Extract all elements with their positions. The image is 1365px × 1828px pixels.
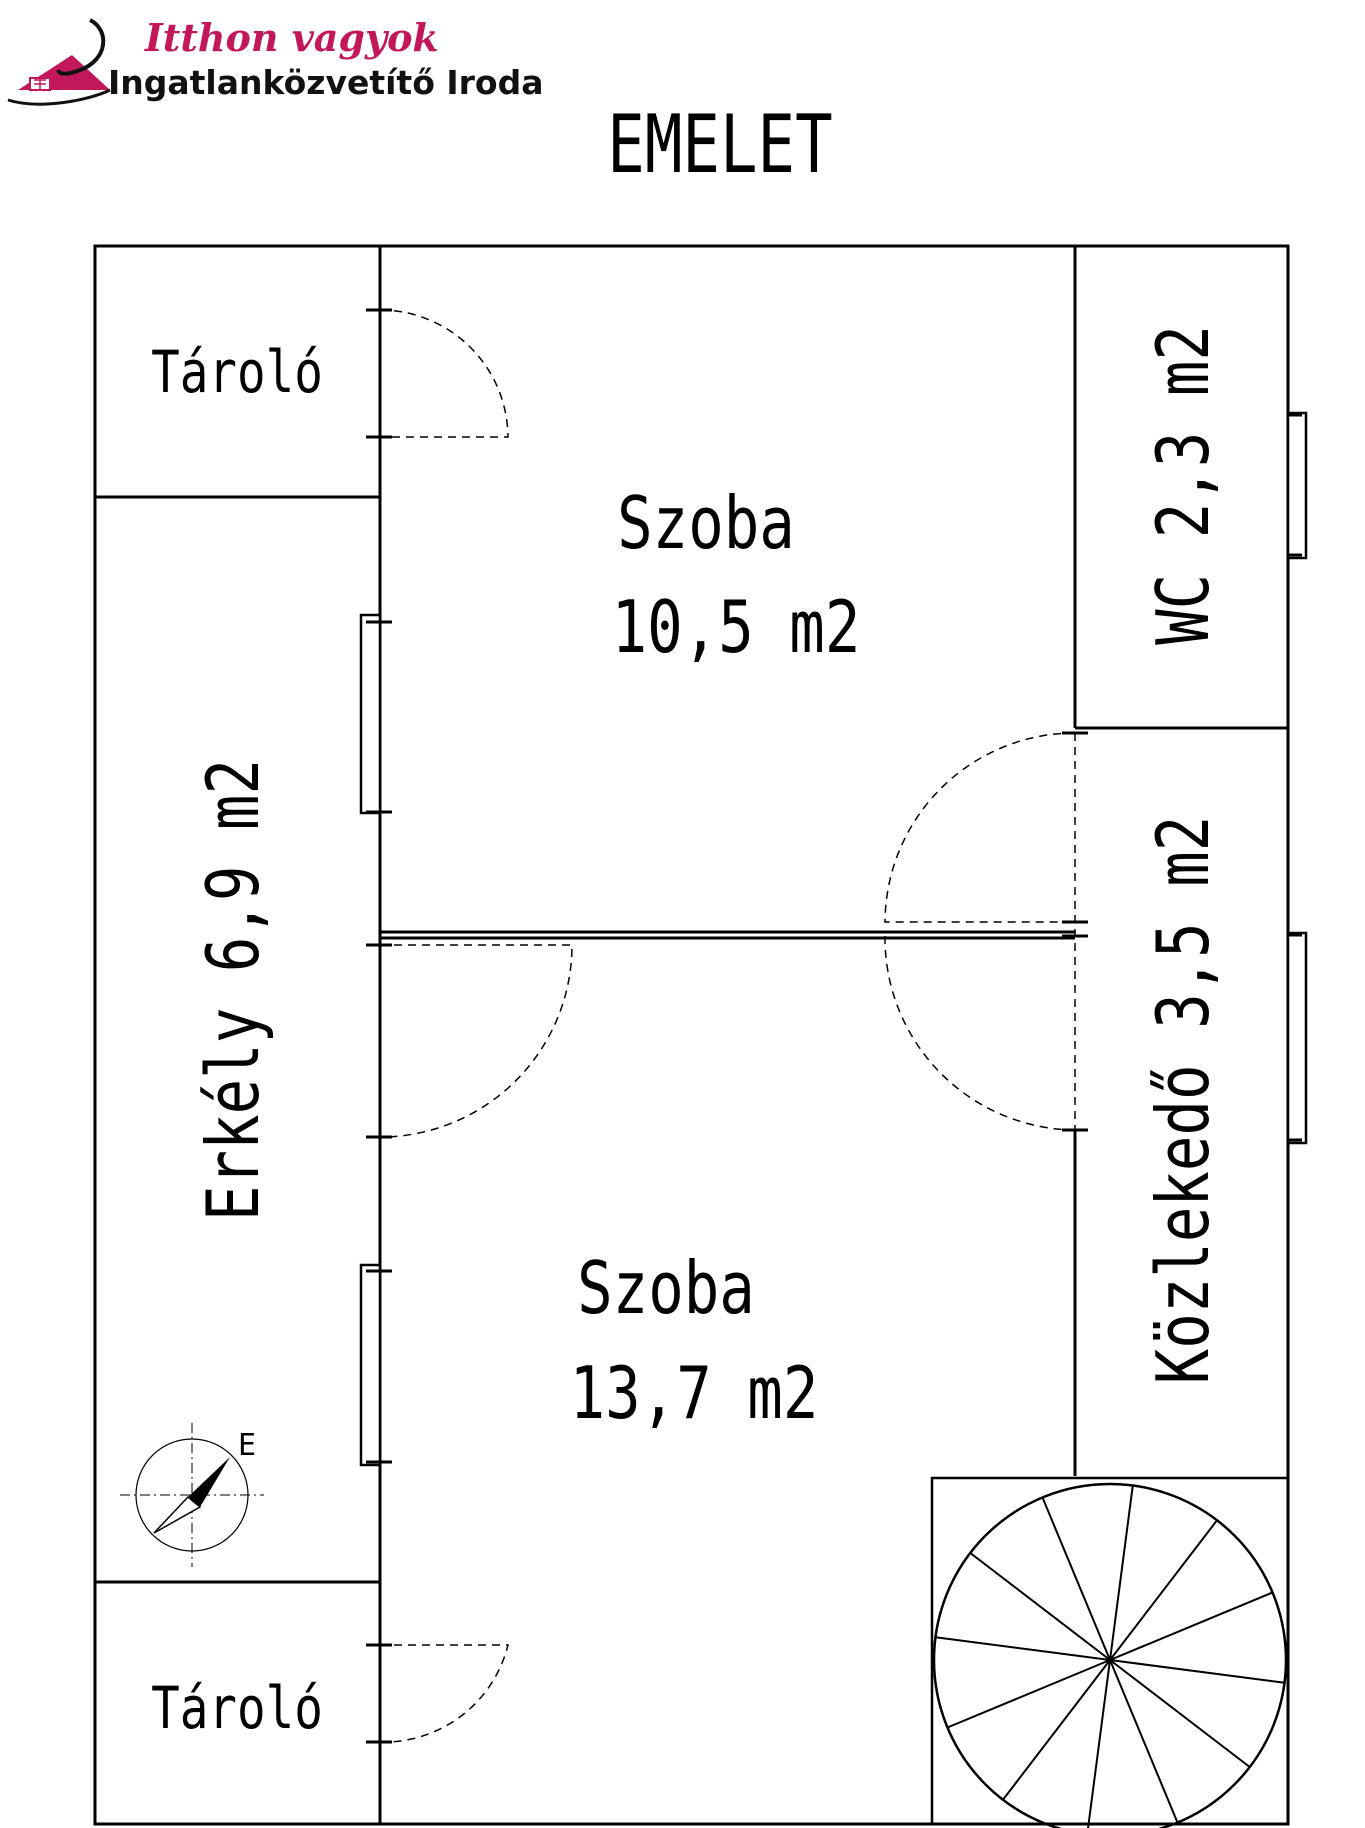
door-swing-storage-top — [379, 309, 509, 438]
stair-step-line — [969, 1552, 1111, 1661]
house-roof-swoosh-icon — [7, 18, 111, 106]
company-logo: Itthon vagyok Ingatlanközvetítő Iroda — [7, 15, 543, 106]
label-corridor: Közlekedő 3,5 m2 — [1141, 816, 1225, 1385]
window-wc — [1286, 411, 1308, 560]
logo-script-text: Itthon vagyok — [144, 15, 439, 60]
door-swings — [379, 309, 1076, 1743]
windows — [359, 411, 1308, 1467]
stair-step-line — [947, 1659, 1111, 1729]
stair-step-line — [935, 1636, 1111, 1661]
window-left-lower — [359, 1263, 382, 1467]
stair-step-line — [1109, 1659, 1179, 1823]
door-swing-corridor-upper — [884, 732, 1076, 923]
label-balcony: Erkély 6,9 m2 — [191, 759, 275, 1221]
room-labels: Tároló Tároló Szoba 10,5 m2 Szoba 13,7 m… — [151, 325, 1225, 1742]
label-storage-top: Tároló — [151, 338, 323, 406]
door-swing-lower-room — [379, 944, 573, 1138]
stair-step-line — [1109, 1591, 1273, 1661]
stair-step-line — [1041, 1497, 1111, 1661]
door-swing-storage-bottom — [379, 1644, 509, 1743]
stair-step-line — [1109, 1659, 1251, 1768]
label-wc: WC 2,3 m2 — [1141, 325, 1225, 645]
floor-title: EMELET — [607, 97, 832, 191]
stair-step-line — [1109, 1659, 1285, 1684]
label-room-lower-area: 13,7 m2 — [570, 1351, 819, 1435]
logo-subtitle: Ingatlanközvetítő Iroda — [108, 63, 543, 102]
window-left-upper — [359, 613, 382, 815]
label-room-lower-name: Szoba — [577, 1246, 755, 1330]
stair-step-line — [1109, 1485, 1134, 1661]
label-room-upper-name: Szoba — [617, 481, 795, 565]
door-swing-corridor-lower — [884, 935, 1076, 1131]
compass-rose-icon: E — [120, 1423, 264, 1567]
compass-label: E — [238, 1428, 256, 1463]
label-room-upper-area: 10,5 m2 — [612, 585, 861, 669]
spiral-staircase-icon — [930, 1476, 1290, 1828]
window-corridor — [1286, 931, 1308, 1145]
stair-step-line — [1002, 1659, 1111, 1801]
stair-step-line — [1087, 1659, 1111, 1828]
label-storage-bottom: Tároló — [151, 1674, 323, 1742]
stair-step-line — [1109, 1519, 1218, 1661]
